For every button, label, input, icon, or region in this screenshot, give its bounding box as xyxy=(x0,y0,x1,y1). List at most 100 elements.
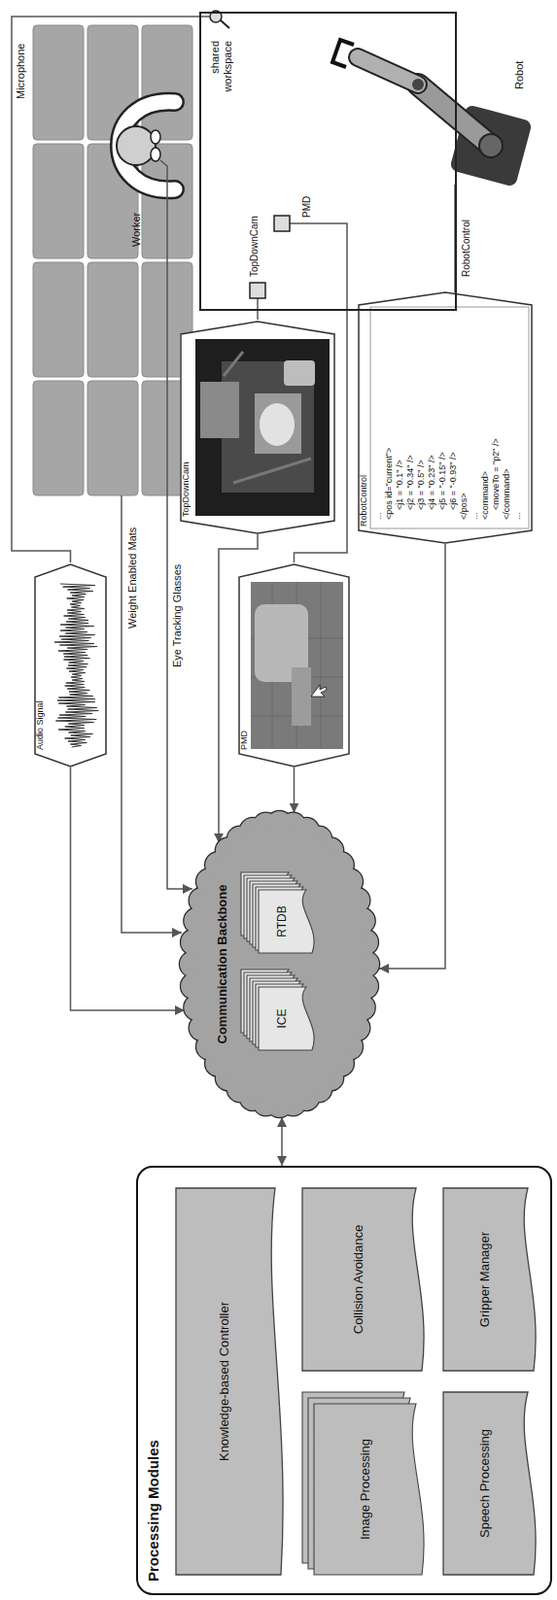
connector-arrow xyxy=(280,1117,283,1167)
wire-label: Weight Enabled Mats xyxy=(126,527,140,629)
camera-wire xyxy=(256,298,259,320)
code-line: <command> xyxy=(480,438,491,521)
depth-grid xyxy=(250,582,344,750)
cloud-title: Communication Backbone xyxy=(215,811,231,1118)
document-shape xyxy=(443,1392,536,1576)
photo-part xyxy=(254,393,302,454)
text-holder: PMD xyxy=(239,731,249,751)
module-name: RTDB xyxy=(276,905,290,938)
text-holder: shared workspace xyxy=(208,40,234,119)
panel-title: RobotControl xyxy=(358,475,369,527)
document-shape xyxy=(175,1188,283,1576)
signal-panel: RobotControl ...<pos id="current"><j1 = "… xyxy=(357,291,533,545)
panel-outline xyxy=(180,321,335,534)
code-line: <moveTo = "p2" /> xyxy=(490,438,502,521)
middleware-stack: ICE xyxy=(240,969,318,1052)
photo-part xyxy=(259,403,295,447)
code-line: <j2 = "0.34" /> xyxy=(405,438,417,521)
panel-outline xyxy=(34,564,106,767)
wire-label: Robot xyxy=(513,61,526,90)
area-title: shared workspace xyxy=(208,40,234,119)
audio-waveform xyxy=(54,584,99,748)
panel-title: TopDownCam xyxy=(180,461,191,518)
robot-link xyxy=(417,84,491,146)
text-holder: RTDB xyxy=(257,889,309,955)
mat-tile xyxy=(141,25,193,140)
eye-tracking-wire xyxy=(160,160,193,890)
code-line: </pos> xyxy=(458,438,470,521)
panel-ground xyxy=(34,563,107,768)
mat-tile xyxy=(33,143,84,259)
document-shape xyxy=(443,1188,536,1372)
pointer-arrow xyxy=(311,685,327,697)
wire-label: TopDownCam xyxy=(248,215,261,278)
panel-ground xyxy=(179,320,336,535)
photo-cable xyxy=(223,351,312,484)
module-name: ICE xyxy=(276,1009,290,1030)
panel-title: PMD xyxy=(239,731,249,751)
module-name: Speech Processing xyxy=(478,1429,493,1539)
panel-title: Audio Signal xyxy=(34,700,45,751)
text-holder: Processing Modules xyxy=(144,1440,162,1583)
code-line: ... xyxy=(373,438,384,521)
backbone-cloud: Communication BackboneICE RTDB xyxy=(179,811,380,1118)
code-line: <j4 = "0.23" /> xyxy=(426,438,438,521)
module-name: Image Processing xyxy=(358,1439,374,1541)
sensors xyxy=(209,10,290,299)
eye-tracking-glasses xyxy=(150,147,161,162)
text-holder: Speech Processing xyxy=(442,1392,528,1577)
worker-head xyxy=(116,126,156,166)
code-line: <j1 = "0.1" /> xyxy=(394,438,406,521)
text-holder: Audio Signal xyxy=(34,700,45,751)
document-shape xyxy=(302,1188,424,1372)
microphone-symbol xyxy=(220,20,230,29)
module-group: Processing Modules Knowledge-based Contro… xyxy=(136,1166,553,1597)
panel-outline xyxy=(239,564,349,767)
module-box: Speech Processing xyxy=(442,1392,540,1577)
code-line: </command> xyxy=(501,438,513,521)
connector-arrow xyxy=(218,534,258,844)
panel-ground xyxy=(238,563,350,768)
robot-link xyxy=(357,57,418,85)
text-holder: Image Processing xyxy=(313,1403,418,1577)
text-holder: Gripper Manager xyxy=(442,1187,528,1373)
text-holder: Collision Avoidance xyxy=(301,1187,417,1373)
connector-arrow xyxy=(379,544,446,970)
depth-image xyxy=(250,582,344,750)
code-holder: ...<pos id="current"><j1 = "0.1" /><j2 =… xyxy=(373,438,523,521)
module-name: Collision Avoidance xyxy=(351,1225,367,1336)
middleware-stack: RTDB xyxy=(240,871,318,955)
text-holder: TopDownCam xyxy=(180,461,191,518)
signal-panel: TopDownCam xyxy=(179,320,336,535)
text-holder: Communication Backbone xyxy=(215,811,231,1118)
connector-arrow xyxy=(70,767,185,1011)
robot-link xyxy=(357,57,418,85)
module-name: Knowledge-based Controller xyxy=(217,1302,233,1463)
module-box: Gripper Manager xyxy=(442,1187,540,1373)
group-border xyxy=(137,1167,552,1596)
mat-tile xyxy=(33,262,84,378)
wire-label: Eye Tracking Glasses xyxy=(171,564,184,668)
code-line: <j6 = "-0.93" /> xyxy=(448,438,459,521)
group-title: Processing Modules xyxy=(144,1440,162,1583)
stacked-page xyxy=(313,1404,424,1576)
robot-figure xyxy=(332,39,533,188)
signal-panel-outline xyxy=(179,320,336,535)
wire-label: Microphone xyxy=(14,43,28,100)
robot-joint xyxy=(412,78,424,91)
photo-ground xyxy=(195,339,330,517)
photo-cup xyxy=(283,360,315,386)
robot-joint xyxy=(479,134,503,158)
mat-tile xyxy=(87,381,139,496)
text-holder: RobotControl xyxy=(358,475,369,527)
signal-panel: PMD xyxy=(238,563,350,768)
panel-outline xyxy=(358,292,532,544)
text-holder: ICE xyxy=(257,986,309,1052)
module-box: Knowledge-based Controller xyxy=(174,1187,287,1577)
mat-tile xyxy=(33,25,84,140)
code-line: <j3 = "0.5" /> xyxy=(416,438,427,521)
worker-figure xyxy=(116,102,175,191)
camera-symbol xyxy=(249,282,266,299)
eye-tracking-glasses xyxy=(150,130,161,144)
mats-wire xyxy=(121,495,182,934)
